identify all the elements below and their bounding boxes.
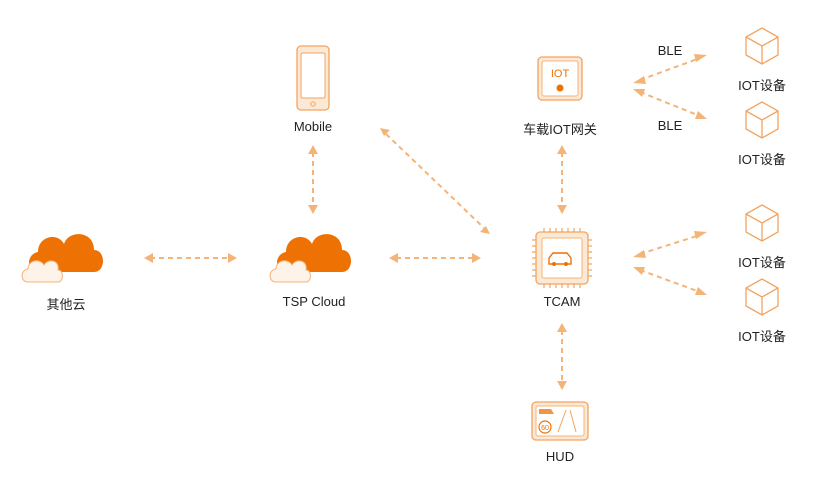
edge-gateway-iot1 [639, 57, 701, 81]
node-label-iot-gateway: 车载IOT网关 [523, 122, 597, 137]
svg-text:60: 60 [541, 425, 549, 432]
chip-car-icon [532, 228, 592, 288]
edge-label-ble-bottom: BLE [657, 118, 683, 133]
edge-mobile-tcam [385, 133, 485, 229]
edge-tcam-iot3 [639, 234, 701, 255]
hud-icon: 60 [531, 401, 589, 441]
node-label-iot-device: IOT设备 [738, 78, 786, 93]
node-label-hud: HUD [545, 449, 575, 464]
cube-icon [745, 278, 779, 316]
edge-tcam-iot4 [639, 269, 701, 293]
arrowheads [144, 54, 707, 390]
iot-gateway-icon: IOT [537, 56, 583, 101]
node-label-iot-device: IOT设备 [738, 152, 786, 167]
edge-gateway-iot2 [639, 91, 701, 117]
cube-icon [745, 204, 779, 242]
connectors [150, 57, 701, 384]
edge-label-ble-top: BLE [657, 43, 683, 58]
node-label-iot-device: IOT设备 [738, 255, 786, 270]
cube-icon [745, 101, 779, 139]
node-label-iot-device: IOT设备 [738, 329, 786, 344]
phone-icon [296, 45, 330, 111]
node-label-tsp-cloud: TSP Cloud [282, 294, 346, 309]
node-label-other-cloud: 其他云 [46, 297, 86, 312]
cloud-icon [269, 233, 352, 283]
svg-text:IOT: IOT [551, 68, 570, 80]
node-label-tcam: TCAM [543, 294, 581, 309]
node-label-mobile: Mobile [293, 119, 333, 134]
cube-icon [745, 27, 779, 65]
cloud-icon [21, 233, 104, 283]
